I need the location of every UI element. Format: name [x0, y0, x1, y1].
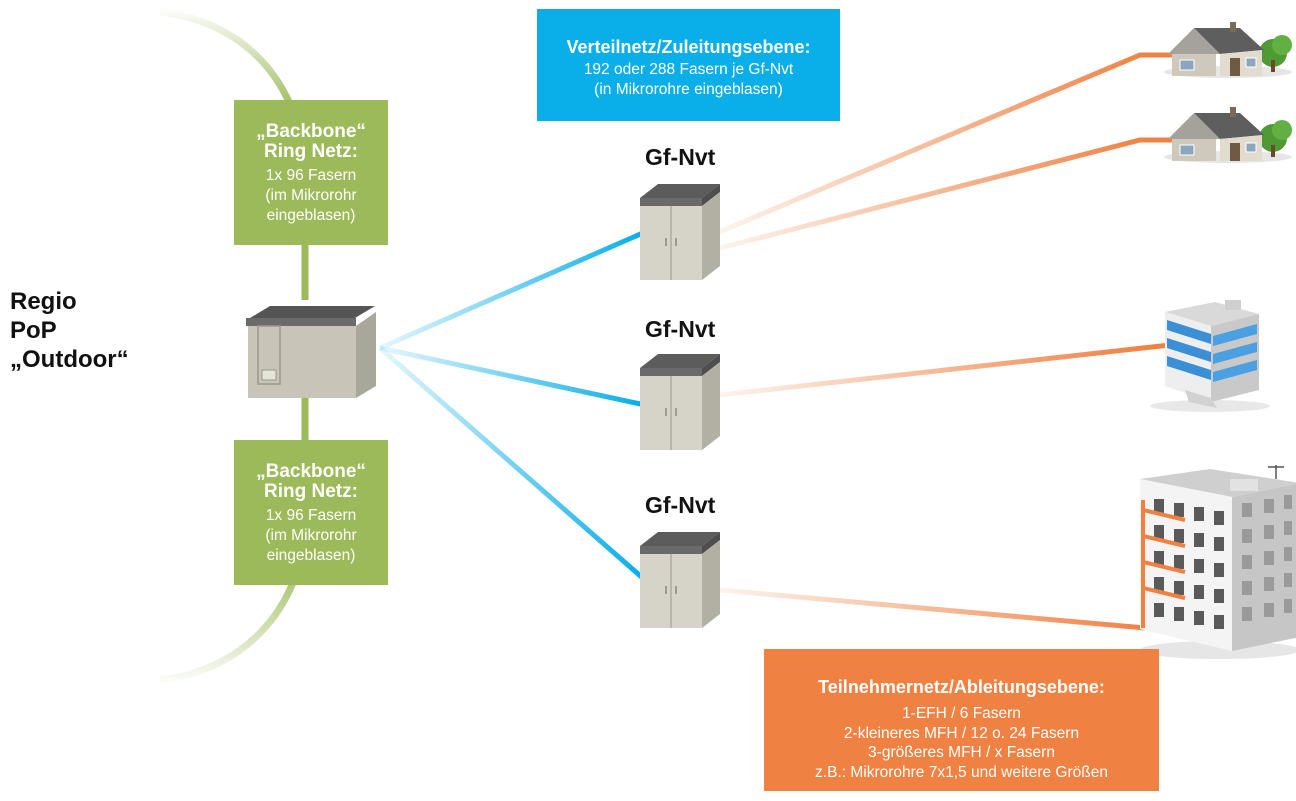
teilnehmernetz-box: Teilnehmernetz/Ableitungsebene: 1-EFH / …: [764, 649, 1159, 791]
street-cabinet-icon: [640, 354, 720, 450]
backbone-title-line: Ring Netz:: [264, 481, 358, 502]
backbone-title: „Backbone“ Ring Netz:: [234, 122, 388, 162]
teilnehmernetz-title: Teilnehmernetz/Ableitungsebene:: [818, 677, 1105, 697]
regio-pop-label: Regio PoP „Outdoor“: [10, 287, 129, 374]
backbone-ring-box-bottom: „Backbone“ Ring Netz: 1x 96 Fasern (im M…: [234, 440, 388, 585]
backbone-ring-box-top: „Backbone“ Ring Netz: 1x 96 Fasern (im M…: [234, 100, 388, 245]
gf-nvt-label-2: Gf-Nvt: [645, 316, 716, 342]
feeder-line-3: [378, 346, 647, 582]
verteilnetz-body-line: 192 oder 288 Fasern je Gf-Nvt: [583, 61, 794, 78]
street-cabinet-icon: [640, 184, 720, 280]
gf-nvt-label-1: Gf-Nvt: [645, 144, 716, 170]
drop-line-apartment-small: [719, 342, 1171, 398]
building-feed-lines: [1141, 500, 1186, 628]
single-family-house-icon: [1164, 22, 1292, 78]
backbone-body-line: 1x 96 Fasern: [265, 167, 357, 184]
single-family-house-icon: [1164, 107, 1292, 163]
drop-line-apartment-large: [719, 587, 1146, 631]
verteilnetz-body-line: (in Mikrorohre eingeblasen): [594, 81, 783, 98]
pop-line: „Outdoor“: [10, 346, 129, 373]
teilnehmernetz-body-line: 1-EFH / 6 Fasern: [902, 705, 1021, 722]
teilnehmernetz-body-line: 3-größeres MFH / x Fasern: [868, 744, 1055, 761]
verteilnetz-box: Verteilnetz/Zuleitungsebene: 192 oder 28…: [537, 9, 840, 121]
backbone-body-line: eingeblasen): [266, 207, 356, 224]
verteilnetz-body: 192 oder 288 Fasern je Gf-Nvt (in Mikror…: [537, 60, 840, 100]
backbone-body-line: eingeblasen): [266, 547, 356, 564]
pop-line: Regio: [10, 288, 77, 315]
gf-nvt-label-3: Gf-Nvt: [645, 492, 716, 518]
outdoor-pop-shelter-icon: [246, 306, 376, 398]
backbone-title-line: „Backbone“: [256, 461, 366, 482]
drop-line-house-1: [699, 52, 1180, 243]
backbone-title-line: „Backbone“: [256, 121, 366, 142]
feeder-line-2: [379, 345, 646, 408]
backbone-body-line: (im Mikrorohr: [265, 527, 357, 544]
teilnehmernetz-body-line: 2-kleineres MFH / 12 o. 24 Fasern: [843, 724, 1080, 742]
backbone-title: „Backbone“ Ring Netz:: [234, 462, 388, 502]
teilnehmernetz-body-line: z.B.: Mikrorohre 7x1,5 und weitere Größe…: [815, 763, 1108, 781]
verteilnetz-title: Verteilnetz/Zuleitungsebene:: [566, 37, 811, 57]
pop-line: PoP: [10, 317, 57, 344]
backbone-body: 1x 96 Fasern (im Mikrorohr eingeblasen): [234, 506, 388, 566]
backbone-title-line: Ring Netz:: [264, 141, 358, 162]
feeder-line-1: [378, 229, 647, 351]
backbone-body-line: (im Mikrorohr: [265, 187, 357, 204]
small-apartment-building-icon: [1150, 300, 1270, 412]
large-apartment-building-icon: [1140, 465, 1296, 659]
drop-line-house-2: [719, 137, 1180, 251]
backbone-body: 1x 96 Fasern (im Mikrorohr eingeblasen): [234, 166, 388, 226]
backbone-body-line: 1x 96 Fasern: [265, 507, 357, 524]
street-cabinet-icon: [640, 532, 720, 628]
teilnehmernetz-body: 1-EFH / 6 Fasern 2-kleineres MFH / 12 o.…: [764, 704, 1159, 782]
